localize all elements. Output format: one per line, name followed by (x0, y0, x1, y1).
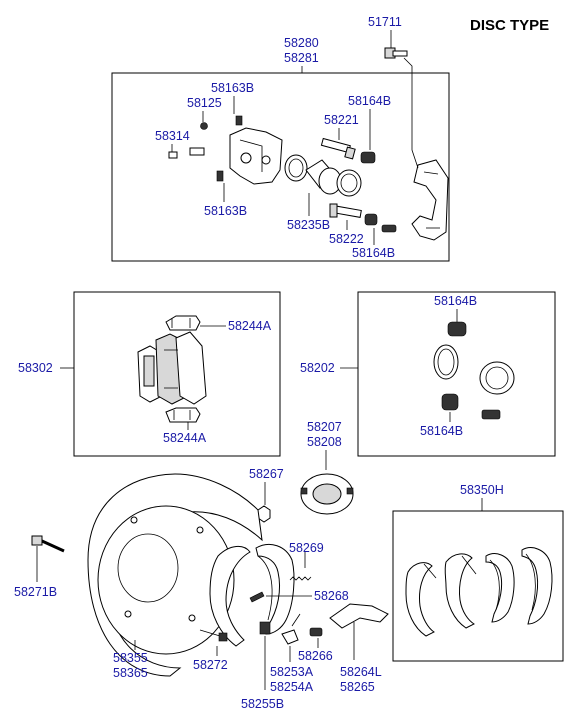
callout-58271B[interactable]: 58271B (14, 585, 57, 599)
adjuster-nut[interactable] (257, 505, 271, 523)
callout-58350H[interactable]: 58350H (460, 483, 504, 497)
callout-58125[interactable]: 58125 (187, 96, 222, 110)
seal-kit-frame (357, 291, 556, 457)
kit-piston-boot[interactable] (479, 361, 515, 395)
adjuster-spring[interactable] (249, 591, 265, 603)
kit-shoe-4[interactable] (521, 547, 553, 625)
caliper-bracket[interactable] (411, 159, 449, 241)
callout-58269[interactable]: 58269 (289, 541, 324, 555)
callout-58221[interactable]: 58221 (324, 113, 359, 127)
caliper-group-frame (111, 72, 450, 262)
bleeder-cap[interactable] (200, 122, 208, 130)
brake-pad-group: 58302 58244A 58244A (18, 291, 281, 457)
kit-pin-boot-upper[interactable] (447, 321, 467, 337)
bleeder-screw[interactable] (235, 115, 243, 126)
brake-shoe-kit-group: 58350H (392, 483, 564, 662)
hub-adapter[interactable] (300, 473, 354, 515)
piston-seal[interactable] (284, 154, 308, 182)
pad-group-frame (73, 291, 281, 457)
callout-58164B-bottom[interactable]: 58164B (352, 246, 395, 260)
pad-clip-upper[interactable] (165, 315, 201, 331)
callout-58163B-bottom[interactable]: 58163B (204, 204, 247, 218)
piston[interactable] (305, 159, 342, 195)
callout-58314[interactable]: 58314 (155, 129, 190, 143)
pin-boot-lower[interactable] (364, 213, 397, 233)
caliper-body[interactable] (229, 127, 283, 185)
pad-clip-lower[interactable] (165, 407, 201, 423)
callout-58253A[interactable]: 58253A (270, 665, 314, 679)
piston-boot[interactable] (336, 169, 362, 197)
kit-shoe-3[interactable] (485, 553, 515, 623)
backing-plate[interactable] (87, 473, 263, 677)
diagram-title: DISC TYPE (470, 17, 549, 34)
kit-piston-seal[interactable] (433, 344, 459, 380)
callout-58254A[interactable]: 58254A (270, 680, 314, 694)
parking-brake-shoe-front[interactable] (209, 546, 251, 647)
callout-58235B[interactable]: 58235B (287, 218, 330, 232)
adjuster-lever-spring[interactable] (309, 627, 323, 637)
callout-58268[interactable]: 58268 (314, 589, 349, 603)
caliper-seal-kit-group: 58202 58164B 58164B (300, 291, 556, 457)
kit-shoe-2[interactable] (444, 553, 477, 629)
brake-pads[interactable] (137, 331, 207, 405)
bracket-mounting-bolt[interactable] (384, 47, 408, 59)
shoe-kit-frame (392, 510, 564, 662)
callout-58164B-kit-bottom[interactable]: 58164B (420, 424, 463, 438)
callout-58281[interactable]: 58281 (284, 51, 319, 65)
leader-51711-bracket (403, 57, 419, 169)
hold-down-spring[interactable] (259, 621, 271, 635)
callout-58365[interactable]: 58365 (113, 666, 148, 680)
callout-58222[interactable]: 58222 (329, 232, 364, 246)
callout-58267[interactable]: 58267 (249, 467, 284, 481)
pin-boot-upper[interactable] (360, 151, 376, 164)
callout-58264L[interactable]: 58264L (340, 665, 382, 679)
callout-51711[interactable]: 51711 (368, 15, 402, 29)
callout-58244A-top[interactable]: 58244A (228, 319, 272, 333)
callout-58355[interactable]: 58355 (113, 651, 148, 665)
guide-pin-lower[interactable] (329, 203, 362, 218)
guide-pin-upper[interactable] (320, 137, 356, 160)
caliper-assembly-group: 58280 58281 58163B 58125 58314 (111, 36, 450, 262)
parking-brake-lever[interactable] (329, 603, 389, 629)
callout-58164B-kit-top[interactable]: 58164B (434, 294, 477, 308)
guide-bolt[interactable] (216, 170, 224, 182)
callout-58208[interactable]: 58208 (307, 435, 342, 449)
callout-58202[interactable]: 58202 (300, 361, 335, 375)
hose-fitting[interactable] (168, 147, 205, 159)
callout-58255B[interactable]: 58255B (241, 697, 284, 711)
callout-58164B-top[interactable]: 58164B (348, 94, 391, 108)
callout-58244A-bottom[interactable]: 58244A (163, 431, 207, 445)
kit-pin-boot-lower[interactable] (441, 393, 501, 420)
callout-58302[interactable]: 58302 (18, 361, 53, 375)
callout-58163B-top[interactable]: 58163B (211, 81, 254, 95)
upper-return-spring[interactable] (289, 576, 312, 581)
callout-58207[interactable]: 58207 (307, 420, 342, 434)
callout-58266[interactable]: 58266 (298, 649, 333, 663)
parking-brake-shoe-rear[interactable] (255, 544, 295, 635)
callout-58272[interactable]: 58272 (193, 658, 228, 672)
callout-58280[interactable]: 58280 (284, 36, 319, 50)
callout-58265[interactable]: 58265 (340, 680, 375, 694)
shoe-hold-pin[interactable] (199, 629, 228, 642)
backing-plate-bolt[interactable] (31, 535, 65, 553)
kit-shoe-1[interactable] (405, 562, 437, 637)
parking-brake-strut[interactable] (281, 613, 301, 645)
